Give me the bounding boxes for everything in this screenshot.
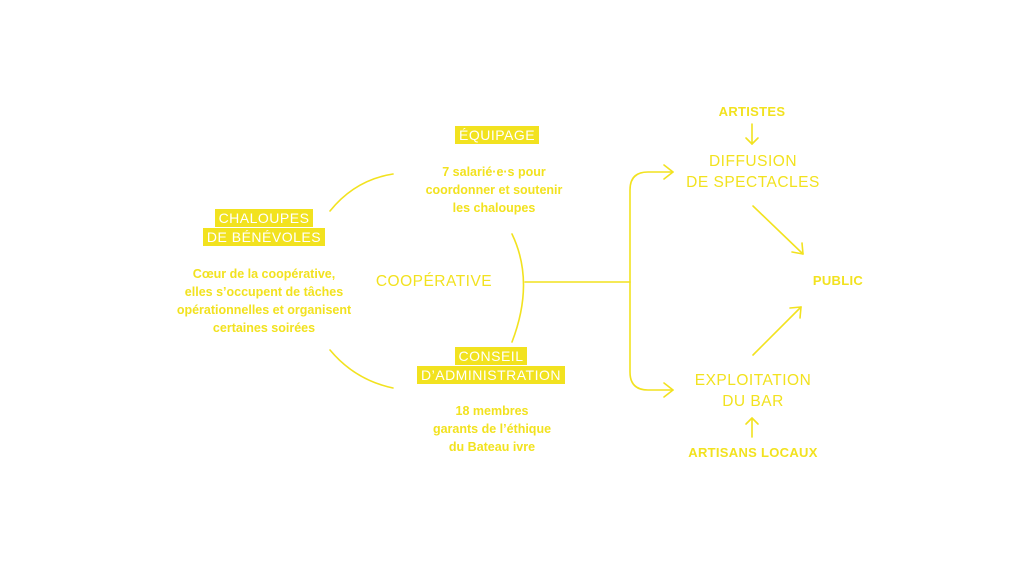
artisans-label: ARTISANS LOCAUX [688,445,818,460]
artistes-label: ARTISTES [718,104,786,119]
conseil-tag: CONSEIL D’ADMINISTRATION [412,347,570,384]
equipage-description: 7 salarié·e·s pour coordonner et souteni… [425,165,563,215]
conseil-description: 18 membres garants de l’éthique du Batea… [432,404,552,454]
arrow-diffusion-public [752,205,804,255]
arrow-exploitation-public [752,306,802,356]
arc-bottom-left [329,349,394,389]
arrowhead-diffusion [663,164,674,180]
arc-right [511,233,525,343]
chaloupes-description: Cœur de la coopérative, elles s’occupent… [176,267,352,335]
connector-branch-up [629,171,674,283]
cooperative-label: COOPÉRATIVE [375,273,493,290]
equipage-tag: ÉQUIPAGE [455,126,540,144]
arc-top-left [329,173,394,212]
diffusion-label: DIFFUSION DE SPECTACLES [686,153,820,191]
equipage-tag-label: ÉQUIPAGE [455,126,540,144]
public-label: PUBLIC [812,273,864,288]
connector-branch-down [629,281,674,391]
arrowhead-exploitation [663,382,674,398]
chaloupes-tag: CHALOUPES DE BÉNÉVOLES [202,209,326,246]
exploitation-label: EXPLOITATION DU BAR [694,372,812,410]
